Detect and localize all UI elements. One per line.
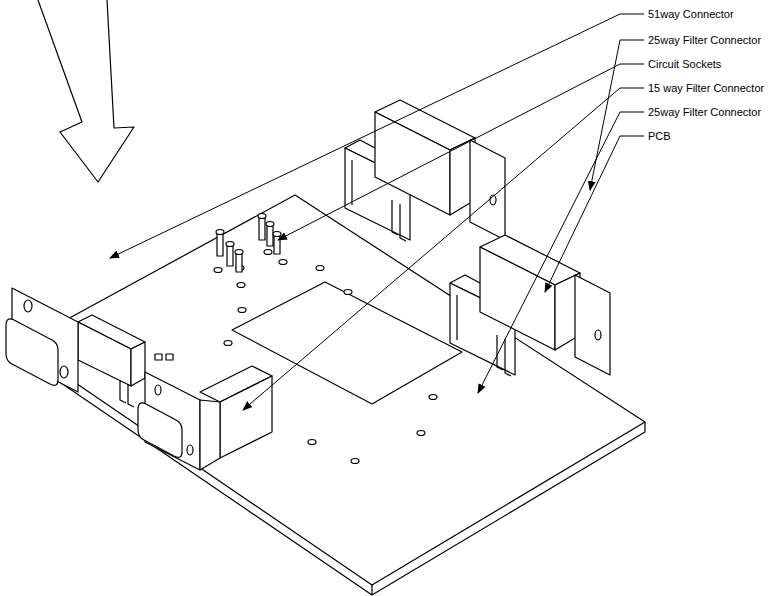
callout-label: Circuit Sockets	[648, 57, 721, 71]
callout-label: 51way Connector	[648, 7, 734, 21]
leader-line	[243, 88, 644, 410]
callout-label: 25way Filter Connector	[648, 105, 761, 119]
leader-line	[278, 64, 644, 240]
leader-line	[478, 112, 644, 393]
leader-line	[545, 136, 644, 292]
callout-label: 25way Filter Connector	[648, 33, 761, 47]
callout-label: PCB	[648, 129, 671, 143]
leader-line	[590, 40, 644, 190]
callout-label: 15 way Filter Connector	[648, 81, 764, 95]
